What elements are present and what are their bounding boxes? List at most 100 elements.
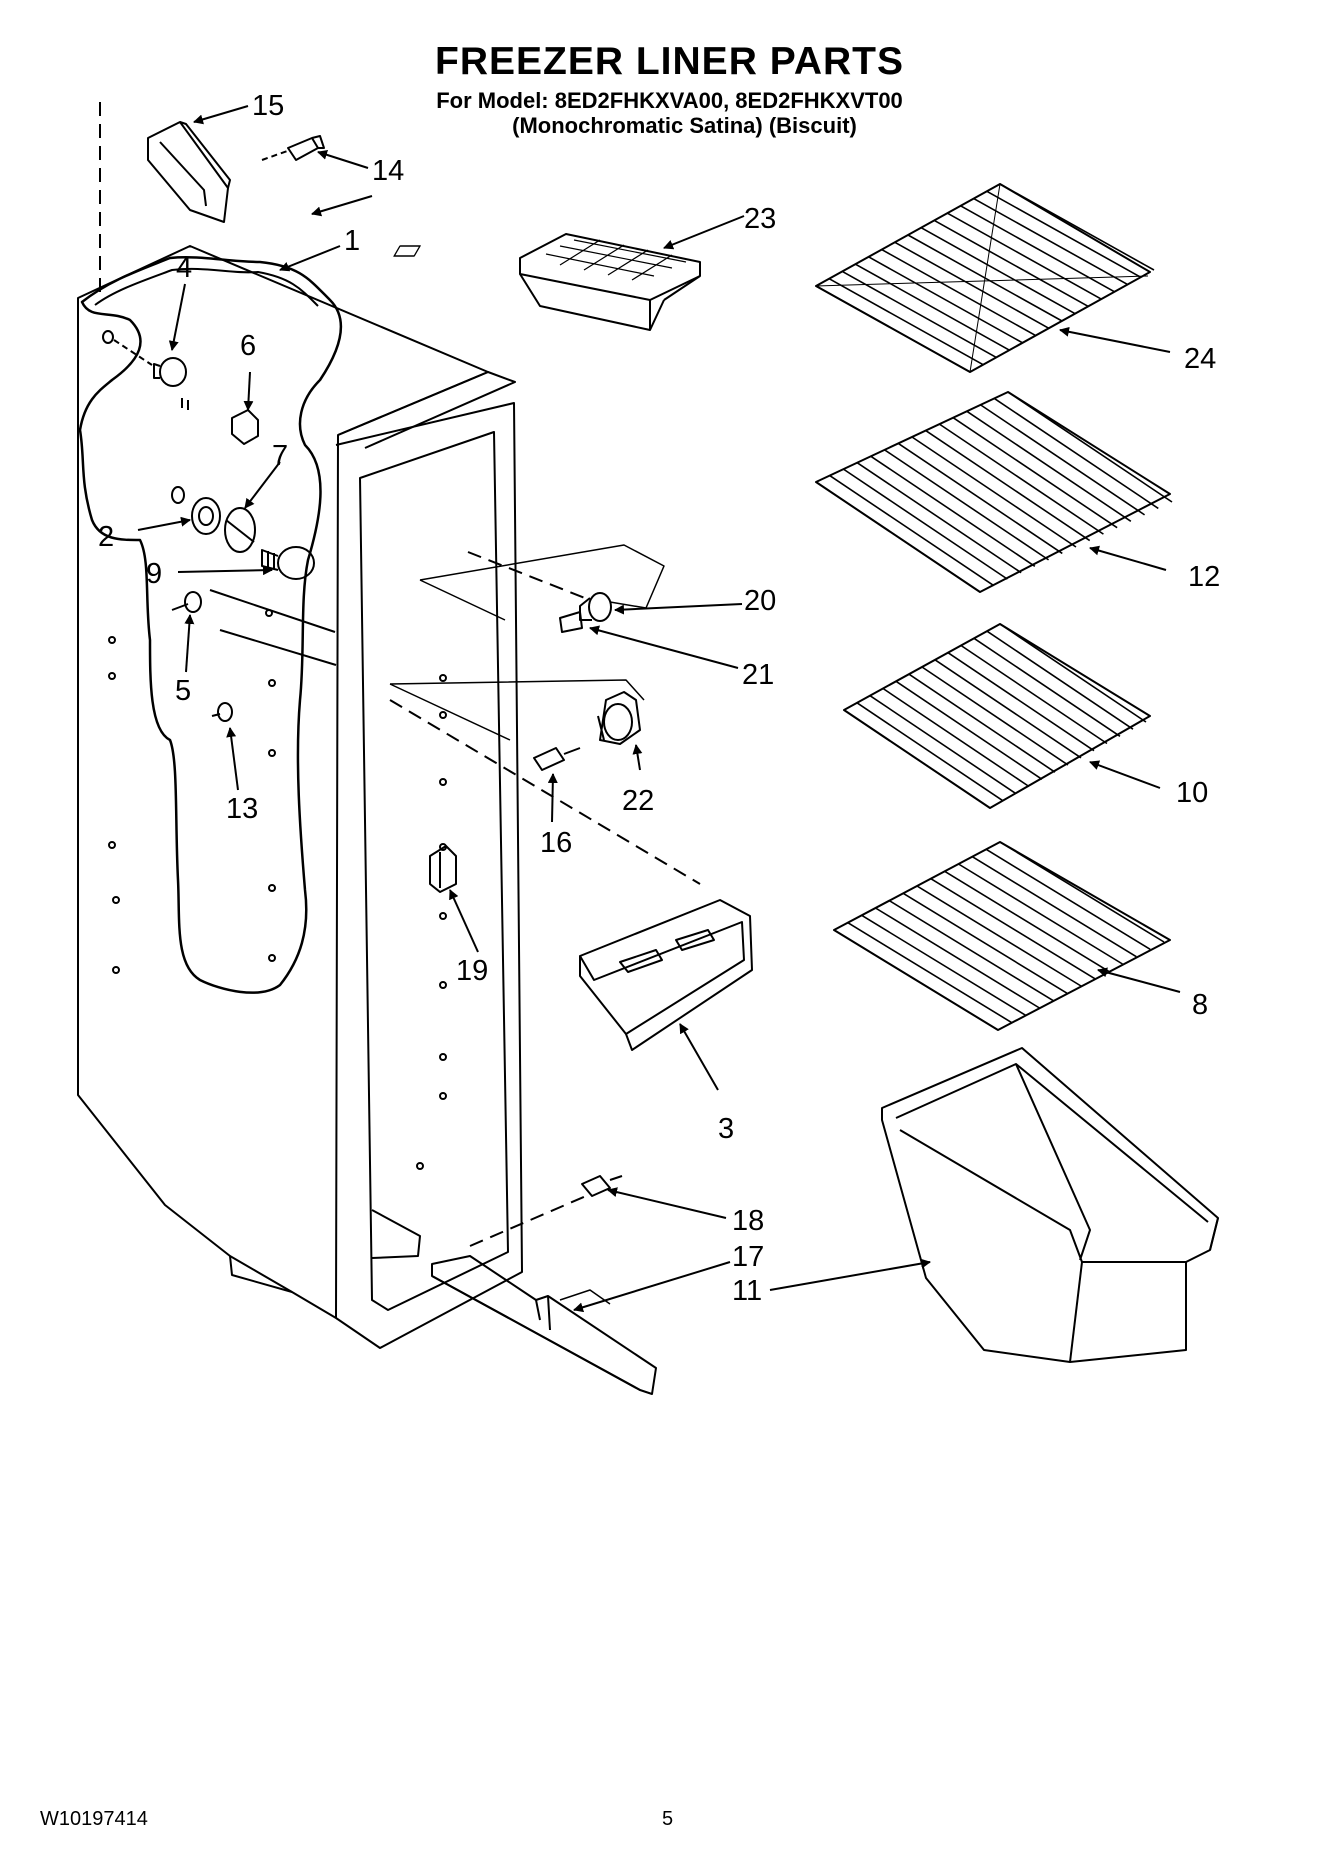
part-13-screw (211, 702, 233, 722)
shelf-rod (930, 877, 1096, 980)
part-19-switch (429, 845, 457, 893)
callout-8: 8 (1192, 989, 1208, 1021)
shelf-rod (833, 929, 999, 1031)
shelf-rod (843, 709, 991, 809)
callout-1: 1 (344, 225, 360, 257)
shelf-rod (861, 914, 1027, 1017)
part-14-screw (261, 135, 325, 161)
shelf-rod (911, 436, 1077, 548)
callout-9: 9 (146, 558, 162, 590)
callout-22: 22 (622, 785, 654, 817)
shelf-rod (986, 190, 1142, 278)
shelf-rod (933, 219, 1089, 308)
shelf-rod (938, 423, 1104, 535)
part-20-flange (419, 544, 665, 633)
shelf-rod (966, 410, 1132, 522)
shelf-rod (947, 212, 1102, 300)
shelf-rod (1007, 391, 1173, 503)
callout-11: 11 (732, 1275, 762, 1307)
model-line: For Model: 8ED2FHKXVA00, 8ED2FHKXVT00 (436, 88, 903, 113)
callout-5: 5 (175, 675, 191, 707)
callout-19: 19 (456, 955, 488, 987)
shelf-rod (902, 892, 1068, 995)
shelf-rod (856, 702, 1004, 802)
callout-6: 6 (240, 330, 256, 362)
callout-16: 16 (540, 827, 572, 859)
shelf-rod (888, 899, 1054, 1002)
shelf-rod (973, 197, 1129, 286)
callout-17: 17 (732, 1241, 764, 1273)
shelf-rod (855, 263, 1010, 351)
shelf-rod (985, 848, 1151, 951)
part-2-socket (171, 486, 221, 535)
shelf-rod (881, 248, 1037, 337)
shelf-rod (897, 442, 1063, 555)
shelf-rod (841, 270, 997, 359)
callout-20: 20 (744, 585, 776, 617)
callout-3: 3 (718, 1113, 734, 1145)
callout-24: 24 (1184, 343, 1216, 375)
part-23-ice-tray (393, 233, 701, 331)
shelf-rod (884, 449, 1050, 561)
callout-18: 18 (732, 1205, 764, 1237)
shelf-rod (960, 205, 1115, 293)
part-5-screw (171, 591, 202, 613)
shelf-rod (958, 863, 1123, 965)
shelf-rod (920, 227, 1076, 315)
part-9-bulb (261, 546, 315, 580)
part-16-screw (389, 699, 701, 885)
callout-23: 23 (744, 203, 776, 235)
shelf-rod (999, 183, 1155, 271)
shelf-rod (882, 687, 1030, 788)
shelf-rod (908, 673, 1056, 773)
shelf-rod (856, 462, 1022, 574)
part-17-rail (431, 1255, 657, 1395)
shelf-rod (993, 397, 1159, 510)
shelf-rod (829, 474, 995, 587)
freezer-liner (77, 102, 523, 1349)
shelf-rod (815, 481, 981, 593)
shelf-rod (895, 680, 1043, 780)
part-11-bin (881, 1047, 1219, 1363)
color-line: (Monochromatic Satina) (Biscuit) (512, 113, 857, 138)
page-title: FREEZER LINER PARTS (435, 40, 904, 83)
callout-10: 10 (1176, 777, 1208, 809)
part-3-channel (579, 899, 753, 1051)
shelf-rod (986, 630, 1134, 730)
shelf-rod (999, 841, 1165, 943)
shelf-rod (916, 885, 1082, 987)
shelf-rod (847, 921, 1013, 1024)
shelf-rod (921, 666, 1069, 766)
callout-21: 21 (742, 659, 774, 691)
shelf-rod (828, 278, 984, 366)
shelf-rod (934, 659, 1082, 759)
part-22-bracket (389, 679, 645, 745)
shelf-rod (907, 234, 1063, 322)
shelf-rod (999, 623, 1147, 723)
shelf-rod (980, 404, 1146, 516)
shelf-wires (815, 183, 1173, 1031)
part-6-clip (181, 398, 259, 445)
shelf-rod (842, 468, 1008, 580)
callout-2: 2 (98, 521, 114, 553)
part-24-shelf (815, 183, 1151, 373)
callout-7: 7 (272, 440, 288, 472)
page-number: 5 (662, 1808, 674, 1830)
callout-15: 15 (252, 90, 284, 122)
shelf-rod (875, 907, 1040, 1009)
shelf-rod (960, 644, 1108, 745)
part-4-plug (102, 330, 187, 387)
shelf-rod (947, 652, 1095, 752)
part-18-screw (469, 1175, 623, 1247)
shelf-rod (815, 285, 971, 373)
callout-14: 14 (372, 155, 404, 187)
callout-4: 4 (176, 252, 192, 284)
shelf-rod (971, 855, 1137, 958)
callout-13: 13 (226, 793, 258, 825)
part-7-shield (224, 507, 256, 553)
shelf-rod (925, 429, 1091, 542)
part-15-bracket (147, 121, 231, 223)
shelf-rod (944, 870, 1110, 973)
shelf-rod (869, 695, 1017, 795)
